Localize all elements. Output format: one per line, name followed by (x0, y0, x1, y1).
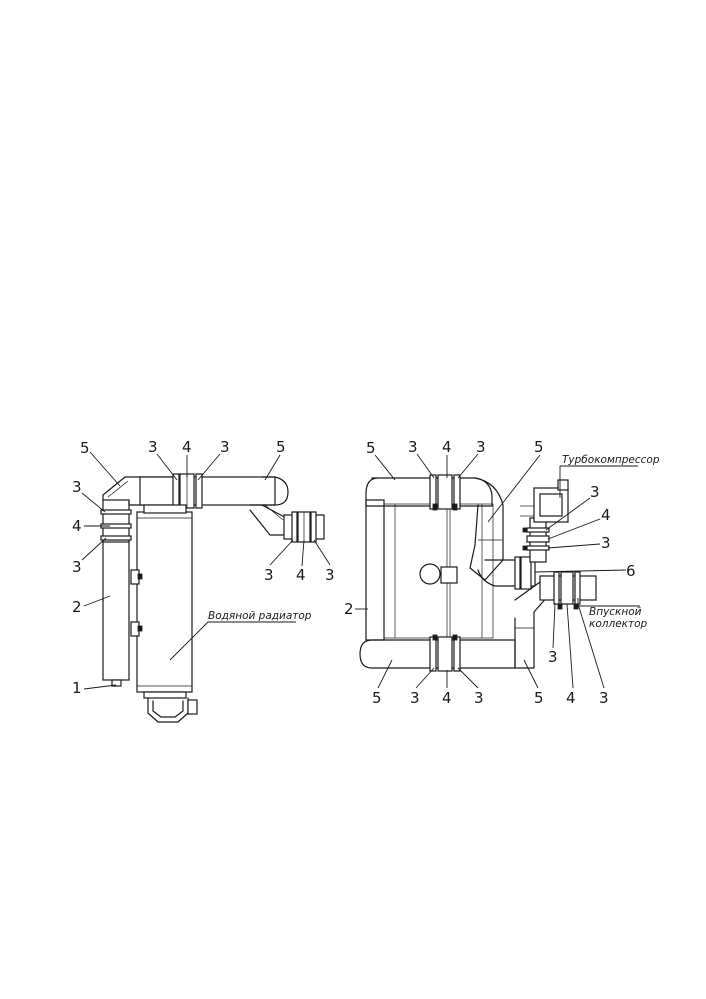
callout-3-right-a: 3 (408, 438, 418, 456)
callout-3-right-b: 3 (476, 438, 486, 456)
callout-1-left: 1 (72, 679, 82, 697)
callout-4-right-d: 4 (566, 689, 576, 707)
water-radiator (136, 511, 193, 693)
caption-turbocharger: Турбокомпрессор (562, 454, 660, 466)
callout-4-left-b: 4 (72, 517, 82, 535)
callout-3-left-b: 3 (220, 438, 230, 456)
callout-3-left-c: 3 (72, 478, 82, 496)
callout-3-left-f: 3 (325, 566, 335, 584)
right-view (359, 474, 597, 672)
callout-2-right: 2 (344, 600, 354, 618)
callout-3-right-c: 3 (590, 483, 600, 501)
callout-4-right-b: 4 (601, 506, 611, 524)
callout-6-right: 6 (626, 562, 636, 580)
callout-4-left-c: 4 (296, 566, 306, 584)
callout-5-right-c: 5 (372, 689, 382, 707)
left-vertical-pipe (102, 539, 130, 681)
callout-5-left-b: 5 (276, 438, 286, 456)
callout-4-right-c: 4 (442, 689, 452, 707)
left-view (100, 473, 325, 723)
callout-3-right-h: 3 (599, 689, 609, 707)
caption-intake-line2: коллектор (589, 618, 648, 630)
left-view-callouts: 5 3 4 3 5 3 4 3 2 1 3 4 3 Водяной радиат… (72, 438, 335, 697)
callout-3-right-e: 3 (410, 689, 420, 707)
callout-4-left-a: 4 (182, 438, 192, 456)
callout-2-left: 2 (72, 598, 82, 616)
callout-3-right-g: 3 (548, 648, 558, 666)
caption-water-radiator: Водяной радиатор (208, 610, 312, 622)
callout-3-left-d: 3 (72, 558, 82, 576)
callout-4-right-a: 4 (442, 438, 452, 456)
callout-3-right-f: 3 (474, 689, 484, 707)
callout-5-right-b: 5 (534, 438, 544, 456)
callout-3-right-d: 3 (601, 534, 611, 552)
right-view-callouts: 5 3 4 3 5 Турбокомпрессор 3 4 3 6 Впускн… (344, 438, 660, 707)
callout-3-left-e: 3 (264, 566, 274, 584)
left-top-pipe (139, 476, 276, 506)
callout-5-right-d: 5 (534, 689, 544, 707)
caption-intake-line1: Впускной (589, 606, 642, 618)
callout-5-left-a: 5 (80, 439, 90, 457)
right-vertical-pipe (365, 499, 385, 641)
callout-5-right-a: 5 (366, 439, 376, 457)
callout-3-left-a: 3 (148, 438, 158, 456)
